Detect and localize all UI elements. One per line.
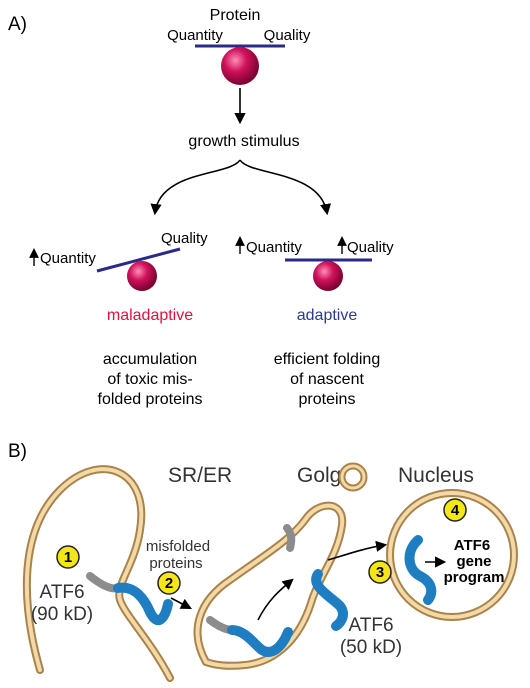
quality-label-left: Quality (161, 230, 208, 247)
atf6-nuclear-protein (404, 535, 437, 605)
gene-program-1: ATF6 (454, 537, 490, 554)
atf6-released-protein (311, 569, 348, 631)
protein-title: Protein (210, 7, 261, 24)
step-badge-2: 2 (157, 571, 181, 595)
golgi-label: Golgi (297, 464, 346, 487)
svg-text:1: 1 (64, 549, 72, 566)
adaptive-desc-3: proteins (299, 391, 356, 408)
branch-arrow-left (150, 159, 241, 216)
branch-arrow-right (239, 159, 332, 216)
arrow-to-nucleus (327, 540, 388, 561)
nucleus-label: Nucleus (398, 464, 474, 487)
protein-ball-right (313, 261, 343, 291)
golgi-membrane (193, 462, 368, 670)
panel-b: B) SR/ER Golgi Nucleus (8, 441, 518, 682)
gene-program-2: gene (456, 553, 491, 570)
step-badge-1: 1 (56, 545, 80, 569)
panel-a-label: A) (8, 14, 27, 35)
misfolded-label-1: misfolded (146, 538, 210, 555)
svg-text:2: 2 (165, 575, 173, 592)
tilted-bar (96, 247, 181, 273)
gene-program-3: program (444, 569, 505, 586)
er-label: SR/ER (168, 464, 232, 487)
quantity-label-left: Quantity (40, 250, 96, 267)
nucleus-membrane (386, 489, 518, 621)
adaptive-desc-2: of nascent (290, 371, 364, 388)
top-balance: Quantity Quality (167, 27, 311, 85)
step-badge-4: 4 (443, 498, 467, 522)
balance-quality-label: Quality (264, 27, 311, 44)
protein-ball (221, 47, 259, 85)
maladaptive-text: maladaptive (107, 307, 193, 324)
misfolded-label-2: proteins (149, 555, 202, 572)
adaptive-desc-1: efficient folding (274, 351, 380, 368)
atf6-full-label: ATF6 (39, 582, 84, 603)
maladaptive-desc-2: of toxic mis- (107, 371, 192, 388)
svg-text:4: 4 (451, 502, 460, 519)
atf6-cleaved-label: ATF6 (348, 615, 393, 636)
atf6-full-size: (90 kD) (31, 604, 93, 625)
atf6-cleaved-size: (50 kD) (340, 637, 402, 658)
arrow-golgi-up (257, 578, 294, 621)
arrow-er-to-golgi (170, 597, 192, 610)
maladaptive-branch: Quantity Quality maladaptive accumulatio… (29, 230, 208, 408)
adaptive-text: adaptive (297, 307, 358, 324)
maladaptive-desc-3: folded proteins (98, 391, 203, 408)
maladaptive-desc-1: accumulation (103, 351, 197, 368)
growth-stimulus-text: growth stimulus (188, 133, 299, 150)
adaptive-branch: Quantity Quality adaptive efficient fold… (235, 236, 394, 408)
panel-b-label: B) (8, 441, 27, 462)
er-membrane (22, 465, 174, 682)
quality-label-right: Quality (347, 239, 394, 256)
svg-text:3: 3 (376, 564, 384, 581)
step-badge-3: 3 (368, 560, 392, 584)
golgi-anchor-fragment (283, 524, 296, 552)
balance-quantity-label: Quantity (167, 27, 223, 44)
panel-a: A) Protein Quantity Quality growth stimu… (8, 7, 394, 408)
atf6-full-protein (86, 572, 173, 626)
protein-ball-left (127, 261, 157, 291)
atf6-golgi-protein (206, 524, 296, 657)
quantity-label-right: Quantity (246, 239, 302, 256)
